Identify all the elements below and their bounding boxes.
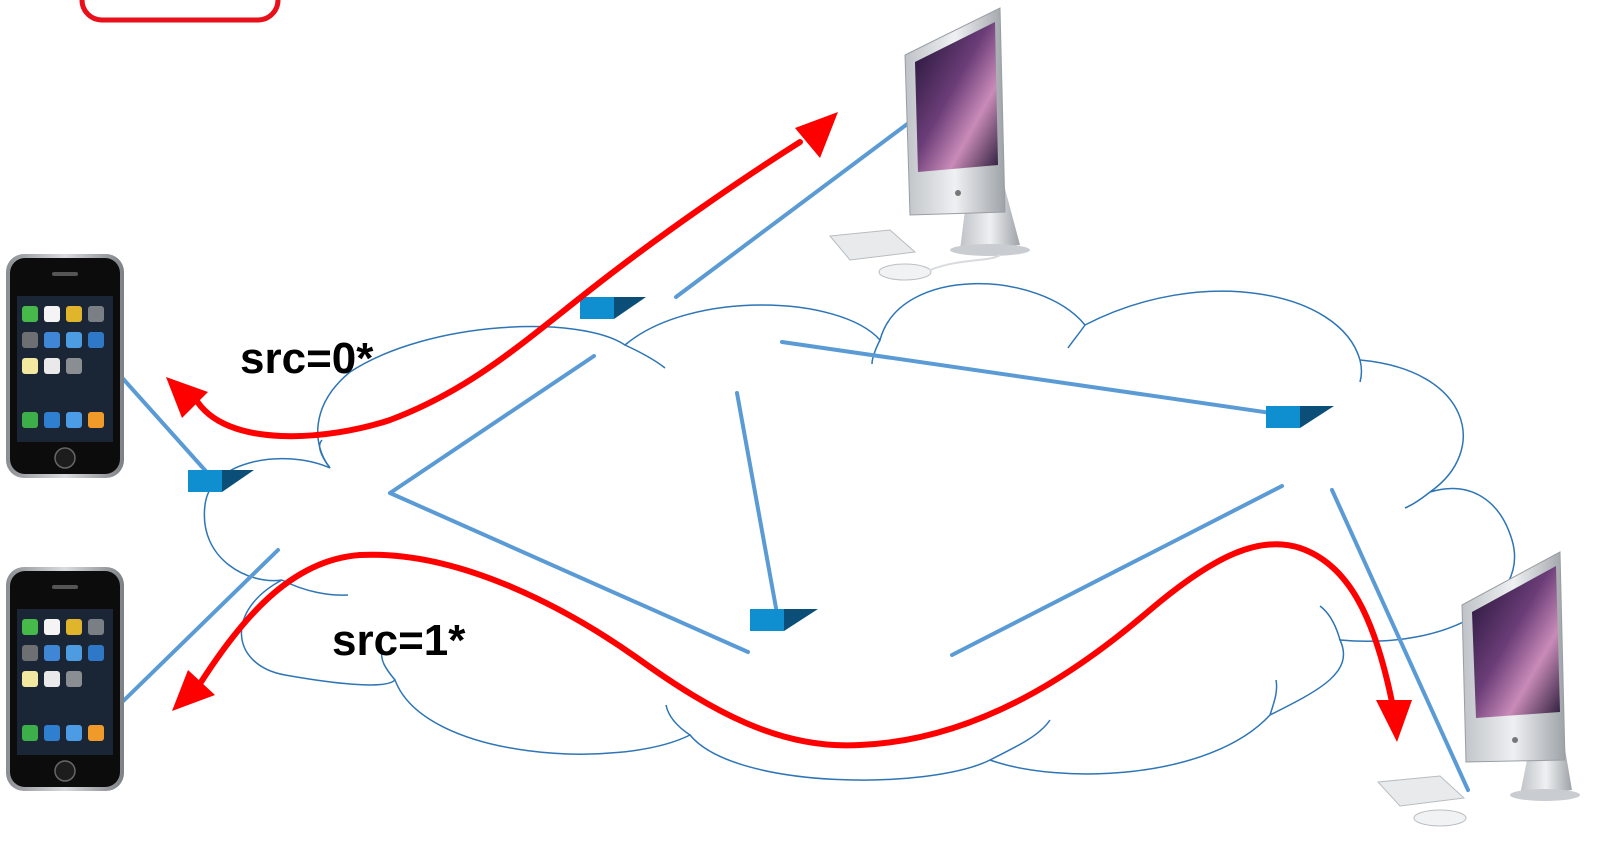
- switch-right: [1266, 406, 1334, 428]
- arrowhead-left-lower: [172, 670, 215, 711]
- link-computer1-switch: [674, 111, 924, 299]
- flow-path-upper: [192, 139, 803, 440]
- arrowhead-bottom-right: [1376, 700, 1412, 742]
- arrowheads: [166, 112, 1412, 742]
- network-cloud: [203, 282, 1516, 781]
- label-src-1: src=1*: [332, 616, 466, 665]
- switch-bottom: [750, 609, 818, 631]
- link-core-a: [388, 354, 596, 495]
- link-core-d: [780, 340, 1280, 416]
- flow-arrows: [192, 139, 1395, 749]
- arrowhead-top-right: [795, 112, 838, 158]
- corner-box: [79, 0, 281, 23]
- desktop-computer-icon-bottom: [1376, 551, 1580, 827]
- smartphone-icon-bottom: [6, 567, 124, 791]
- link-core-b: [388, 491, 750, 654]
- switch-left: [188, 470, 254, 492]
- links: [106, 111, 1470, 792]
- link-phone1-switch: [106, 360, 214, 480]
- smartphone-icon-top: [6, 254, 124, 478]
- label-src-0: src=0*: [240, 334, 374, 383]
- flow-path-lower: [193, 541, 1395, 749]
- link-phone2-edge: [110, 548, 280, 714]
- arrowhead-left-upper: [166, 377, 208, 418]
- link-computer2-switch: [1330, 488, 1470, 792]
- link-core-c: [735, 391, 778, 610]
- switch-top: [580, 297, 646, 319]
- link-core-e: [950, 484, 1284, 657]
- desktop-computer-icon-top: [829, 7, 1030, 281]
